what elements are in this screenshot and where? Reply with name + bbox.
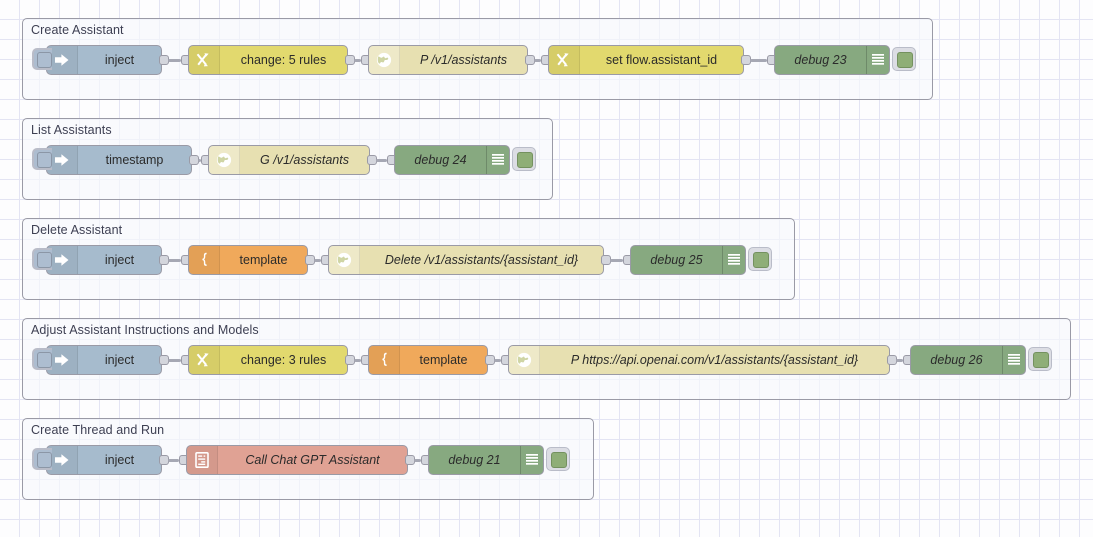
chatgpt-form-icon [187,446,218,474]
debug-toggle-button[interactable] [1028,347,1052,371]
inject-trigger-button[interactable] [32,348,52,370]
node-label: inject [104,53,135,67]
node-http_request[interactable]: P /v1/assistants [368,45,528,75]
node-label: debug 25 [650,253,703,267]
node-label: G /v1/assistants [260,153,349,167]
inject-arrow-icon [47,446,78,474]
switch-arrows-icon [549,46,580,74]
debug-lines-icon [866,46,889,74]
inject-arrow-icon [47,346,78,374]
connection-wire[interactable] [168,358,181,362]
inject-trigger-button[interactable] [32,448,52,470]
group-title: Delete Assistant [31,223,123,237]
node-chatgpt[interactable]: Call Chat GPT Assistant [186,445,408,475]
debug-lines-icon [486,146,509,174]
node-label: template [239,253,288,267]
node-label: inject [104,453,135,467]
node-label: Call Chat GPT Assistant [245,453,380,467]
connection-wire[interactable] [610,258,623,262]
node-inject[interactable]: inject [46,45,162,75]
node-change[interactable]: change: 5 rules [188,45,348,75]
connection-wire[interactable] [354,358,361,362]
node-label: debug 23 [794,53,847,67]
node-inject[interactable]: timestamp [46,145,192,175]
switch-arrows-icon [189,346,220,374]
node-http_request[interactable]: Delete /v1/assistants/{assistant_id} [328,245,604,275]
node-debug[interactable]: debug 23 [774,45,890,75]
node-inject[interactable]: inject [46,345,162,375]
node-label: debug 21 [448,453,501,467]
inject-trigger-button[interactable] [32,248,52,270]
globe-icon [509,346,540,374]
debug-toggle-button[interactable] [546,447,570,471]
node-label: template [419,353,468,367]
node-debug[interactable]: debug 26 [910,345,1026,375]
connection-wire[interactable] [494,358,501,362]
connection-wire[interactable] [534,58,541,62]
node-http_request[interactable]: G /v1/assistants [208,145,370,175]
group-title: Adjust Assistant Instructions and Models [31,323,259,337]
debug-toggle-button[interactable] [748,247,772,271]
inject-trigger-button[interactable] [32,48,52,70]
node-debug[interactable]: debug 21 [428,445,544,475]
node-inject[interactable]: inject [46,445,162,475]
node-inject[interactable]: inject [46,245,162,275]
inject-arrow-icon [47,46,78,74]
node-label: set flow.assistant_id [605,53,718,67]
globe-icon [369,46,400,74]
node-label: P https://api.openai.com/v1/assistants/{… [570,353,859,367]
group-title: Create Assistant [31,23,124,37]
debug-toggle-button[interactable] [892,47,916,71]
node-debug[interactable]: debug 25 [630,245,746,275]
inject-arrow-icon [47,246,78,274]
connection-wire[interactable] [414,458,421,462]
template-brace-icon [369,346,400,374]
node-label: timestamp [105,153,164,167]
switch-arrows-icon [189,46,220,74]
globe-icon [209,146,240,174]
node-debug[interactable]: debug 24 [394,145,510,175]
connection-wire[interactable] [168,258,181,262]
node-label: change: 3 rules [240,353,327,367]
connection-wire[interactable] [750,58,767,62]
node-label: inject [104,253,135,267]
group-title: List Assistants [31,123,112,137]
inject-trigger-button[interactable] [32,148,52,170]
connection-wire[interactable] [376,158,387,162]
debug-lines-icon [722,246,745,274]
inject-arrow-icon [47,146,78,174]
debug-lines-icon [1002,346,1025,374]
node-template[interactable]: template [368,345,488,375]
connection-wire[interactable] [896,358,903,362]
node-label: debug 24 [414,153,467,167]
template-brace-icon [189,246,220,274]
node-http_request[interactable]: P https://api.openai.com/v1/assistants/{… [508,345,890,375]
node-change[interactable]: set flow.assistant_id [548,45,744,75]
node-change[interactable]: change: 3 rules [188,345,348,375]
node-label: P /v1/assistants [419,53,508,67]
node-label: Delete /v1/assistants/{assistant_id} [384,253,579,267]
debug-toggle-button[interactable] [512,147,536,171]
connection-wire[interactable] [168,458,179,462]
node-label: inject [104,353,135,367]
connection-wire[interactable] [314,258,321,262]
node-template[interactable]: template [188,245,308,275]
group-title: Create Thread and Run [31,423,165,437]
debug-lines-icon [520,446,543,474]
connection-wire[interactable] [198,158,201,162]
node-label: debug 26 [930,353,983,367]
node-label: change: 5 rules [240,53,327,67]
globe-icon [329,246,360,274]
connection-wire[interactable] [354,58,361,62]
connection-wire[interactable] [168,58,181,62]
